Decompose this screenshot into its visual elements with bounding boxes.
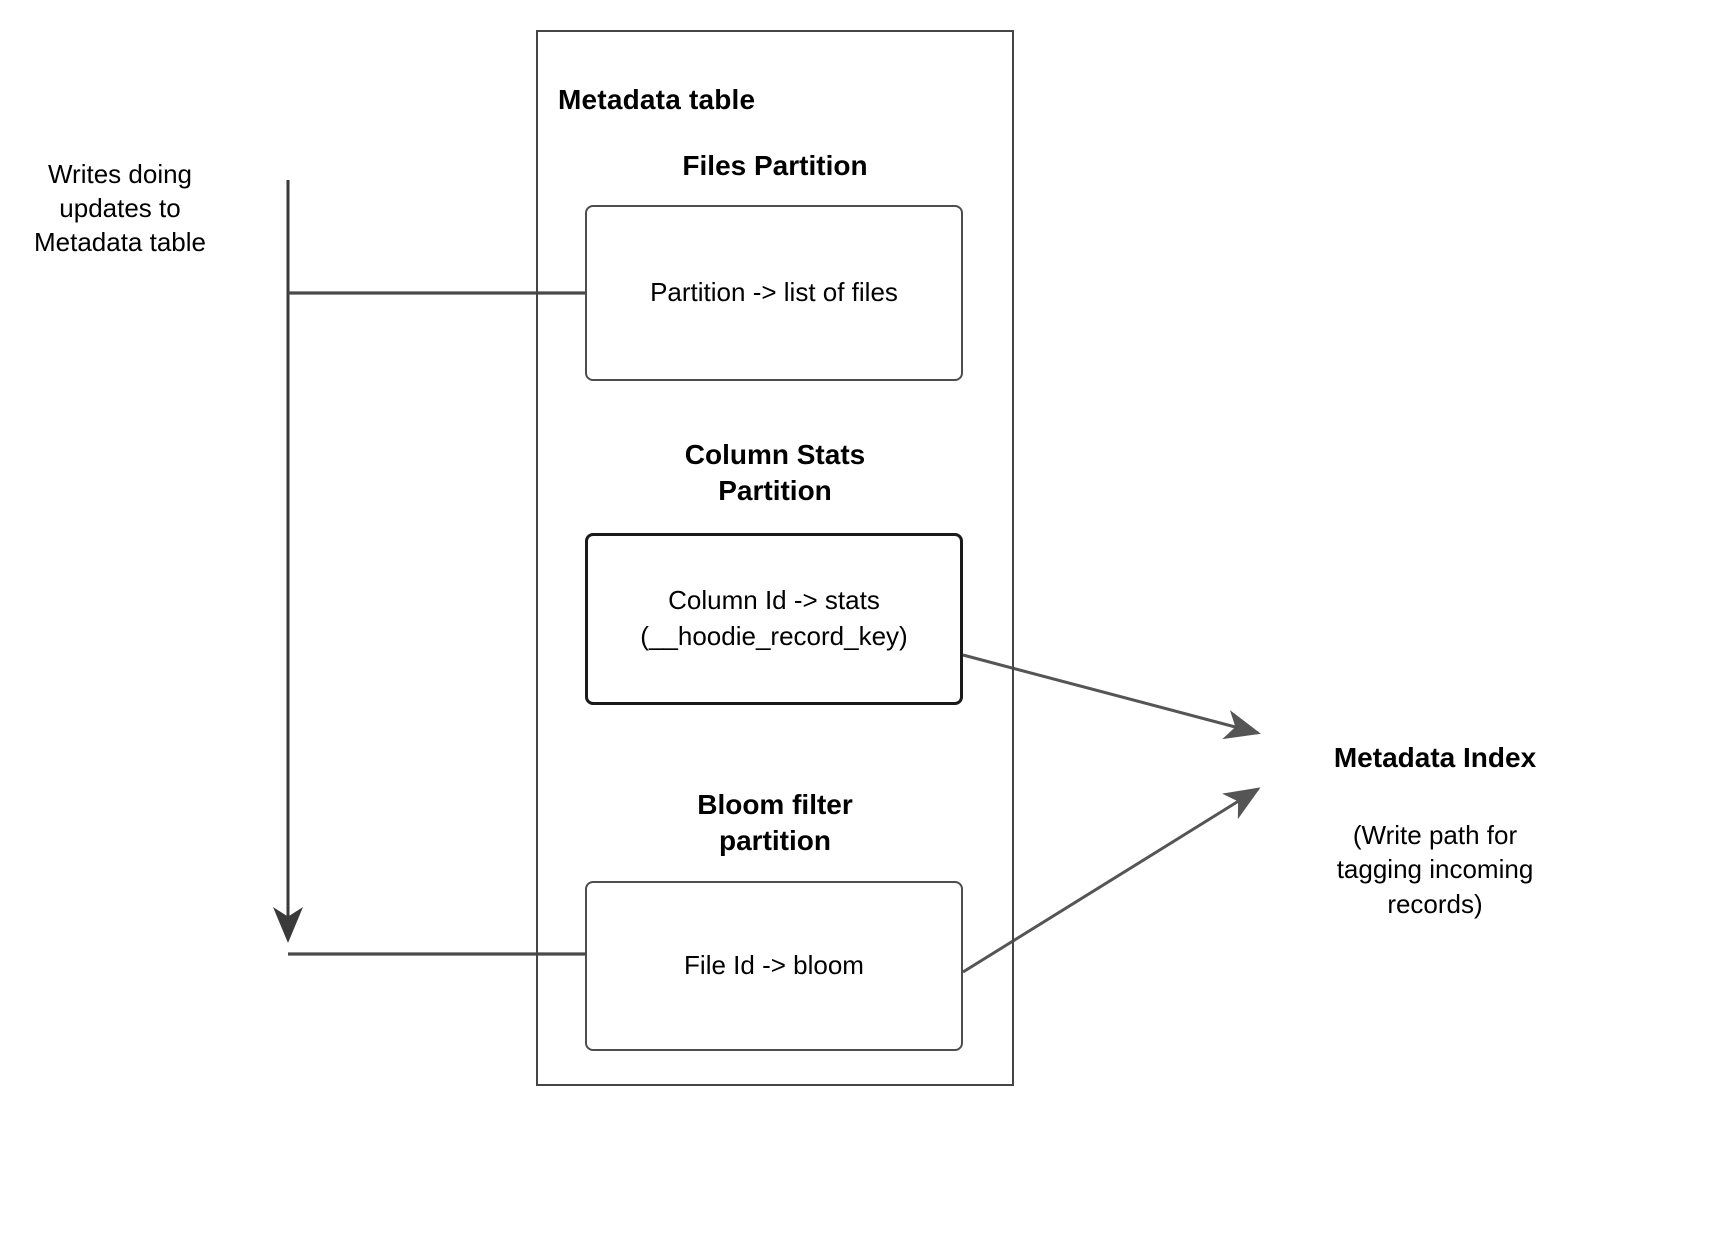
column-stats-partition-box[interactable]: Column Id -> stats (__hoodie_record_key) xyxy=(585,533,963,705)
metadata-index-caption: (Write path for tagging incoming records… xyxy=(1336,820,1534,919)
metadata-index-title: Metadata Index xyxy=(1333,742,1537,773)
column-stats-partition-box-text: Column Id -> stats (__hoodie_record_key) xyxy=(640,585,908,651)
bloom-filter-partition-heading: Bloom filter partition xyxy=(697,789,853,857)
files-partition-heading: Files Partition xyxy=(682,150,868,181)
writes-updates-annotation: Writes doing updates to Metadata table xyxy=(33,159,206,257)
files-partition-box-text: Partition -> list of files xyxy=(650,277,898,308)
bloom-filter-partition-box-text: File Id -> bloom xyxy=(684,950,864,981)
metadata-table-title: Metadata table xyxy=(558,84,756,115)
column-stats-partition-heading: Column Stats Partition xyxy=(684,439,866,507)
bloom-filter-partition-box[interactable]: File Id -> bloom xyxy=(585,881,963,1051)
files-partition-box[interactable]: Partition -> list of files xyxy=(585,205,963,381)
metadata-table-container xyxy=(536,30,1014,1086)
